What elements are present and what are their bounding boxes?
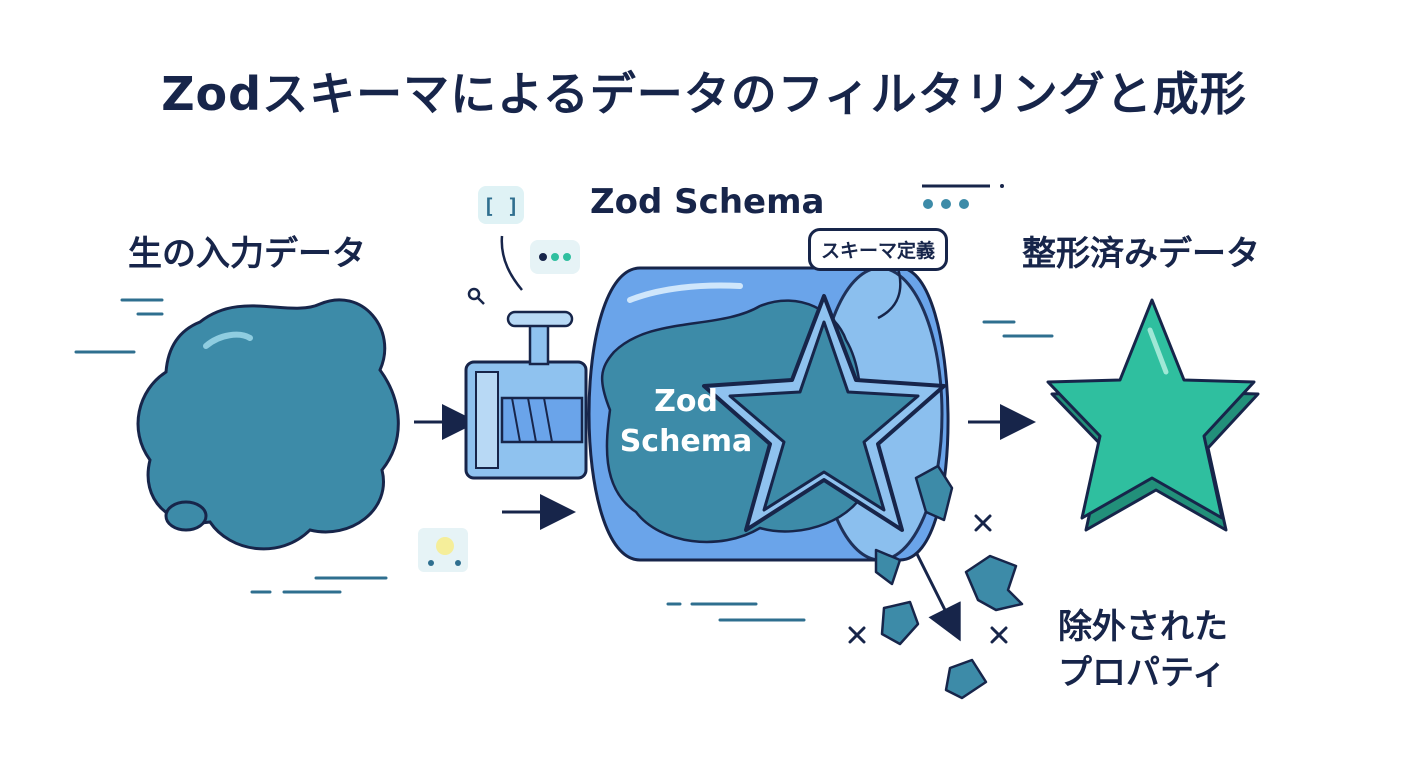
raw-data-blob bbox=[136, 298, 400, 551]
output-star bbox=[1046, 298, 1260, 532]
press-mechanism bbox=[464, 310, 588, 480]
excluded-label-line1: 除外された bbox=[1058, 607, 1228, 647]
dots-icon-top-right bbox=[922, 184, 1004, 209]
raw-input-label: 生の入力データ bbox=[128, 234, 366, 274]
magnifier-icon bbox=[467, 287, 485, 305]
x-marks bbox=[848, 514, 1008, 644]
shaped-output-label: 整形済みデータ bbox=[1022, 234, 1260, 274]
drum-label-line2: Schema bbox=[619, 424, 753, 459]
speed-lines-left bbox=[74, 298, 388, 594]
excluded-fragments bbox=[874, 464, 1024, 700]
schema-definition-callout: スキーマ定義 bbox=[808, 228, 949, 271]
bracket-icon: [ ] bbox=[478, 186, 524, 224]
lightbulb-icon bbox=[418, 528, 468, 572]
excluded-label-line2: プロパティ bbox=[1058, 653, 1226, 693]
schema-heading: Zod Schema bbox=[590, 182, 825, 222]
page-title: Zodスキーマによるデータのフィルタリングと成形 bbox=[161, 67, 1247, 121]
svg-text:[ ]: [ ] bbox=[483, 194, 519, 218]
drum-label: Zod Schema bbox=[606, 382, 766, 462]
excluded-properties-label: 除外された プロパティ bbox=[1058, 604, 1228, 696]
dots-icon bbox=[530, 240, 580, 274]
drum-label-line1: Zod bbox=[654, 384, 718, 419]
speed-lines-right bbox=[666, 320, 1054, 622]
star-cutter bbox=[702, 294, 946, 532]
